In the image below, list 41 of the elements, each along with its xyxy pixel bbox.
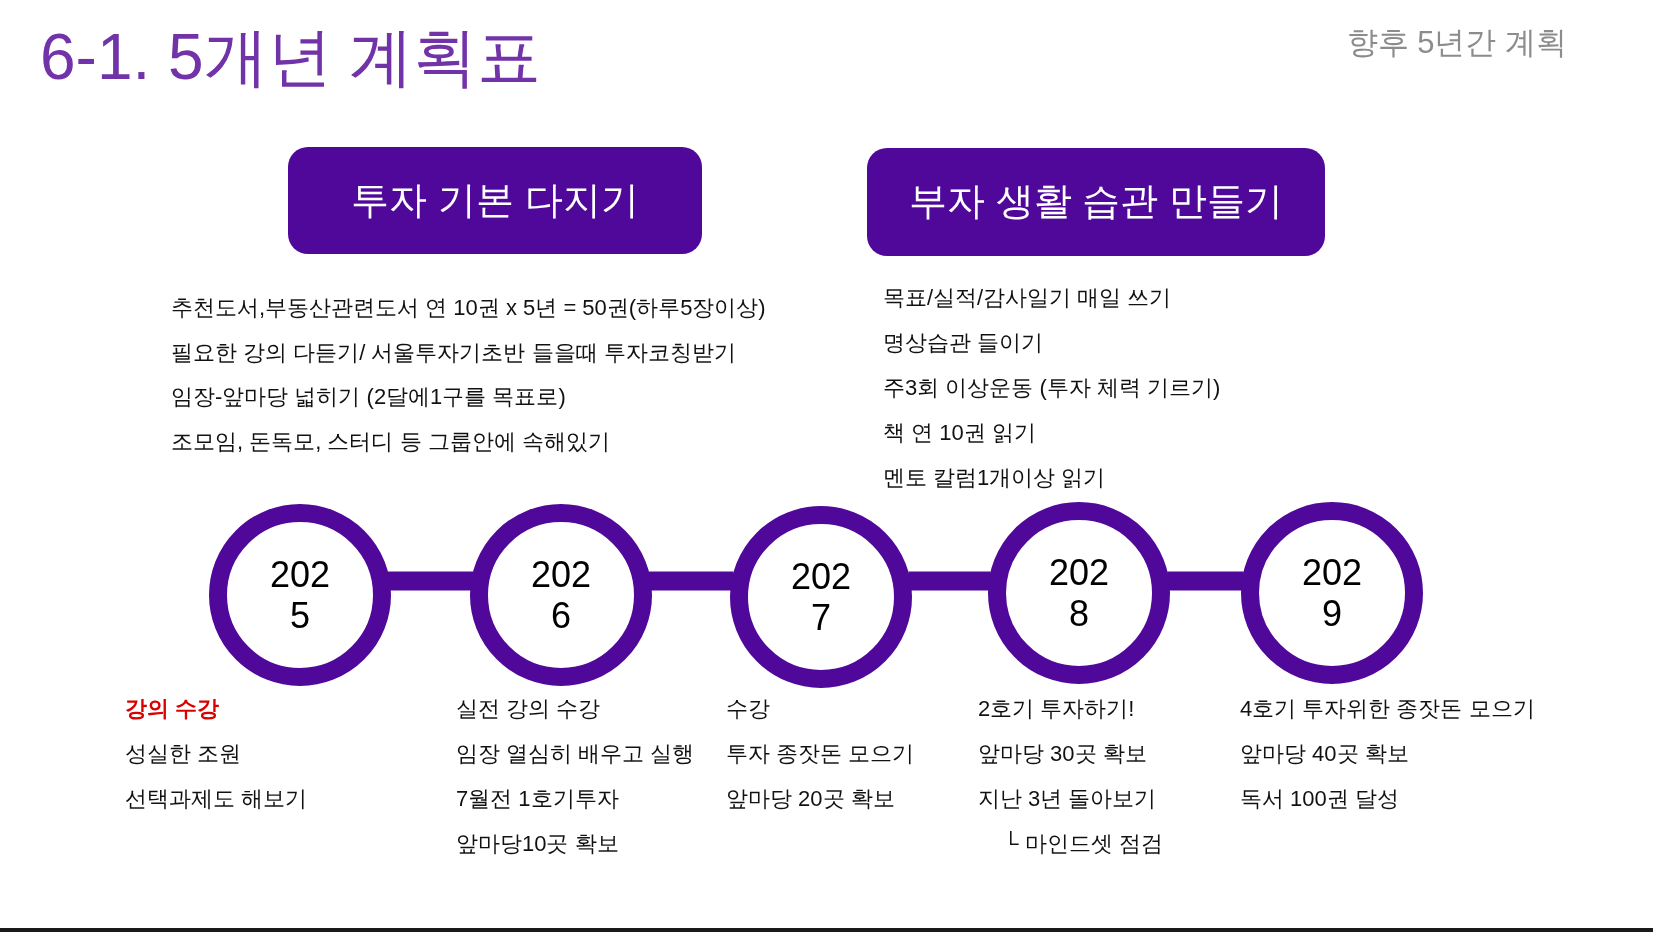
connector-line <box>1167 571 1244 591</box>
plan-item: 책 연 10권 읽기 <box>883 419 1036 447</box>
plan-item: └ 마인드셋 점검 <box>1003 830 1163 858</box>
banner-title: 투자 기본 다지기 <box>351 178 639 223</box>
plan-item: 임장 열심히 배우고 실행 <box>456 740 695 768</box>
year-label: 2028 <box>1047 552 1111 634</box>
plan-item: 선택과제도 해보기 <box>125 785 308 813</box>
banner-title: 부자 생활 습관 만들기 <box>909 180 1283 224</box>
plan-item: 2호기 투자하기! <box>978 695 1135 723</box>
connector-line <box>387 571 474 591</box>
year-label: 2029 <box>1300 552 1364 634</box>
plan-item: 7월전 1호기투자 <box>456 785 619 813</box>
plan-item: 투자 종잣돈 모으기 <box>726 740 915 768</box>
plan-item: 4호기 투자위한 종잣돈 모으기 <box>1240 695 1535 723</box>
plan-item: 필요한 강의 다듣기/ 서울투자기초반 들을때 투자코칭받기 <box>171 338 736 367</box>
plan-item: 조모임, 돈독모, 스터디 등 그룹안에 속해있기 <box>171 427 610 456</box>
plan-item: 독서 100권 달성 <box>1240 785 1399 813</box>
plan-item: 앞마당 20곳 확보 <box>726 785 895 813</box>
connector-line <box>908 571 991 591</box>
plan-item: 지난 3년 돌아보기 <box>978 785 1157 813</box>
year-label: 2027 <box>789 556 853 638</box>
plan-item: 수강 <box>726 695 770 723</box>
plan-item: 임장-앞마당 넓히기 (2달에1구를 목표로) <box>171 383 566 411</box>
plan-item: 추천도서,부동산관련도서 연 10권 x 5년 = 50권(하루5장이상) <box>171 294 766 322</box>
section-banner <box>867 148 1325 256</box>
plan-item: 앞마당10곳 확보 <box>456 830 619 858</box>
connector-line <box>648 571 734 591</box>
plan-item: 주3회 이상운동 (투자 체력 기르기) <box>883 374 1221 402</box>
section-banner <box>288 147 702 254</box>
plan-item: 실전 강의 수강 <box>456 695 601 723</box>
page-title: 6-1. 5개년 계획표 <box>40 22 542 93</box>
year-label: 2026 <box>529 554 593 636</box>
year-label: 2025 <box>268 554 332 636</box>
header-note: 향후 5년간 계획 <box>1346 26 1567 61</box>
plan-item: 멘토 칼럼1개이상 읽기 <box>883 464 1106 492</box>
plan-item: 성실한 조원 <box>125 740 242 768</box>
plan-item: 명상습관 들이기 <box>883 329 1044 357</box>
plan-item: 앞마당 30곳 확보 <box>978 740 1147 768</box>
plan-item: 목표/실적/감사일기 매일 쓰기 <box>883 284 1172 312</box>
plan-item: 앞마당 40곳 확보 <box>1240 740 1409 768</box>
plan-item: 강의 수강 <box>125 695 220 723</box>
